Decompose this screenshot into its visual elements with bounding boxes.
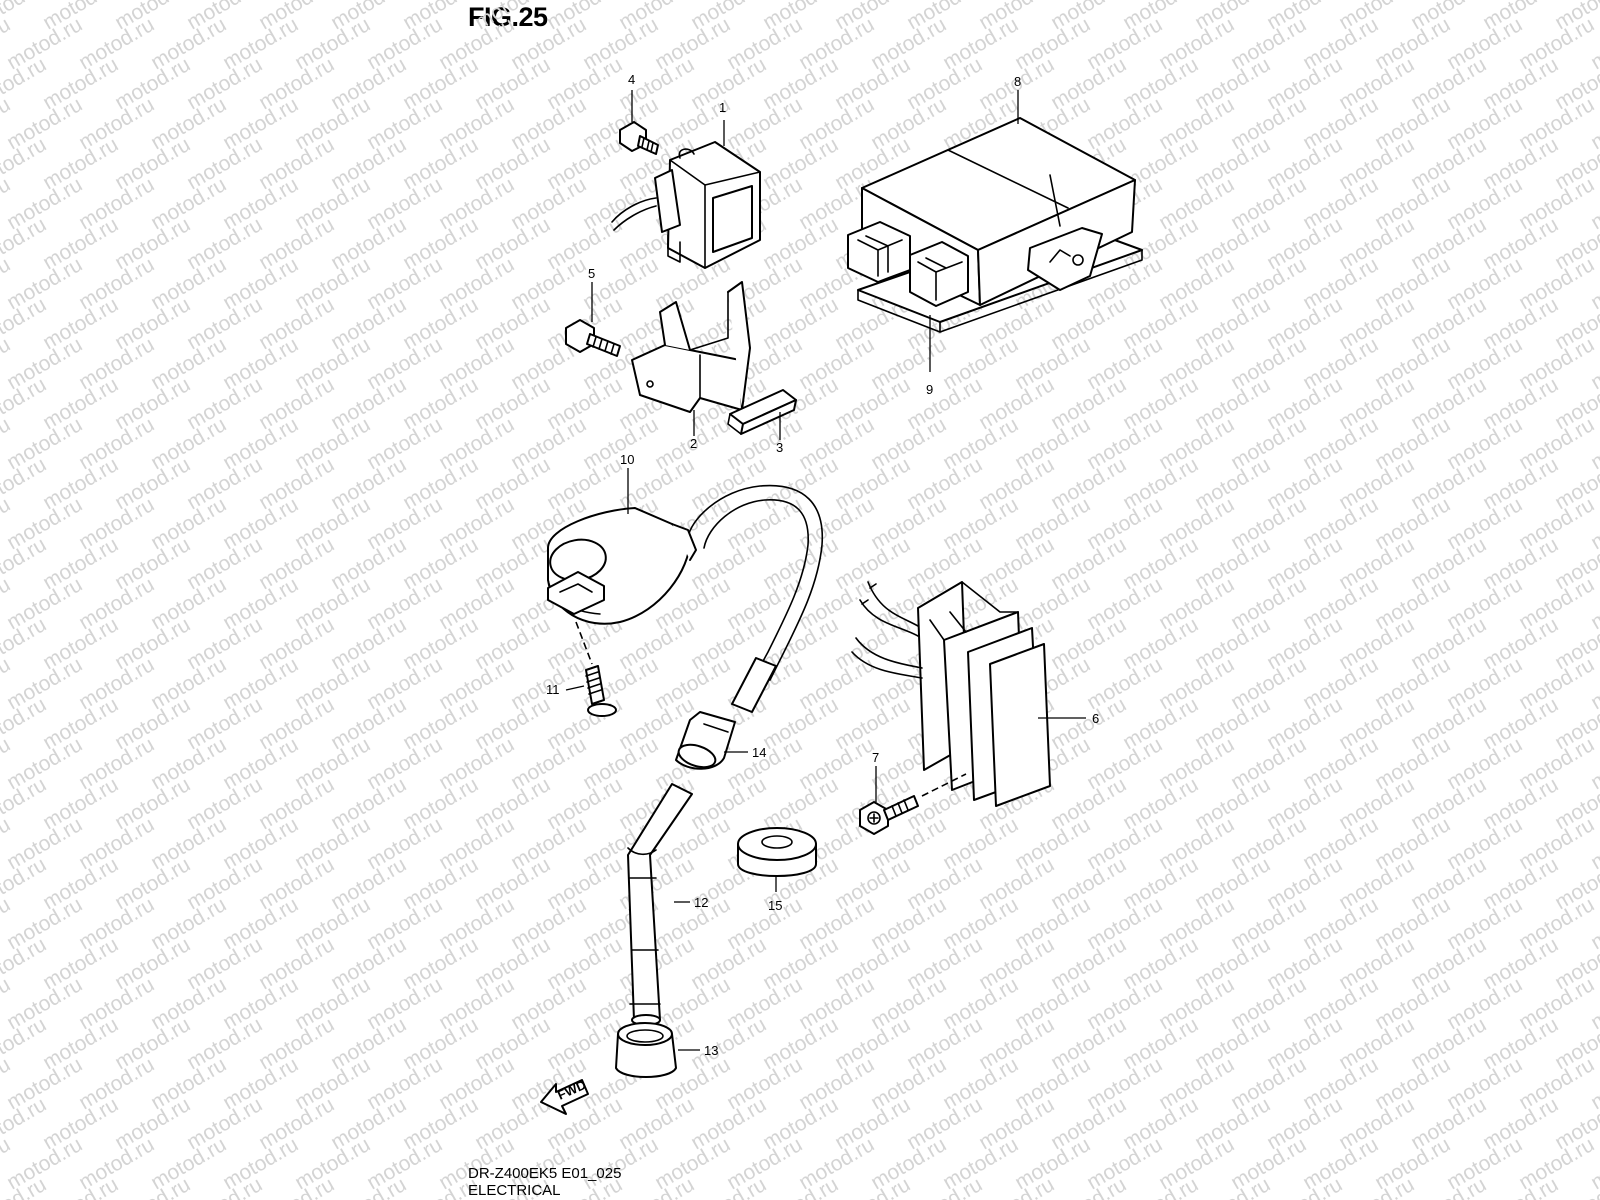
part-1-relay[interactable] [611,141,761,269]
figure-title: FIG.25 [468,2,548,32]
part-7-dashed-guide [921,773,967,797]
callout-11: 11 [546,682,560,697]
callout-10: 10 [620,452,634,467]
callout-3: 3 [776,440,783,455]
part-11-dashed-guide [575,621,593,665]
leader-lines [565,90,1086,1051]
part-10-ignition-coil[interactable] [547,484,824,713]
callout-labels: 4 1 5 2 3 8 9 10 11 14 12 6 7 15 13 [546,72,1099,1058]
part-7-bolt[interactable] [859,795,919,835]
part-13-cover[interactable] [615,1022,677,1078]
part-4-bolt[interactable] [619,121,659,155]
part-3-block[interactable] [727,389,797,435]
footer-section-name: ELECTRICAL [468,1182,561,1199]
callout-6: 6 [1092,711,1099,726]
callout-15: 15 [768,898,782,913]
callout-2: 2 [690,436,697,451]
callout-13: 13 [704,1043,718,1058]
callout-7: 7 [872,750,879,765]
callout-9: 9 [926,382,933,397]
fwd-arrow-icon: FWD [540,1077,589,1115]
callout-1: 1 [719,100,726,115]
footer-model-code: DR-Z400EK5 E01_025 [468,1165,622,1182]
callout-4: 4 [628,72,635,87]
part-14-boot[interactable] [675,711,736,771]
part-6-regulator[interactable] [851,581,1051,807]
part-5-bolt[interactable] [565,319,621,357]
callout-8: 8 [1014,74,1021,89]
part-8-ignitor[interactable] [847,117,1136,307]
callout-14: 14 [752,745,766,760]
part-2-holder[interactable] [631,281,751,413]
part-15-grommet[interactable] [737,827,817,877]
callout-5: 5 [588,266,595,281]
part-11-screw[interactable] [585,665,617,717]
callout-12: 12 [694,895,708,910]
